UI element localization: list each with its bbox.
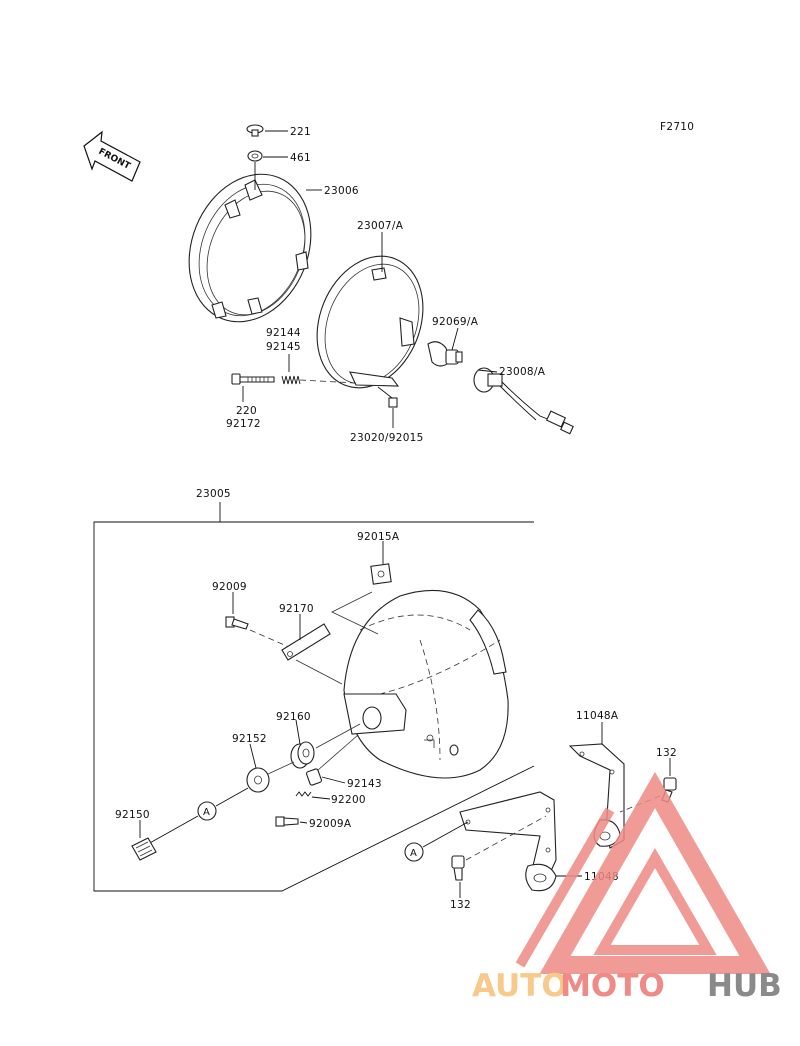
label-92015a: 92015A (357, 531, 400, 543)
nut-461-icon (247, 150, 263, 162)
label-220: 220 (236, 405, 257, 417)
collar-92143-icon (305, 768, 323, 786)
label-92200: 92200 (331, 794, 366, 806)
label-23006: 23006 (324, 185, 359, 197)
figure-code: F2710 (660, 121, 694, 133)
bulb-socket-wire-23008-icon (473, 367, 574, 435)
label-92150: 92150 (115, 809, 150, 821)
label-11048a: 11048A (576, 710, 619, 722)
label-92144: 92144 (266, 327, 301, 339)
label-92009: 92009 (212, 581, 247, 593)
spring-92200-icon (295, 791, 312, 797)
label-23020: 23020/92015 (350, 432, 424, 444)
label-92172: 92172 (226, 418, 261, 430)
plate-92170-icon (281, 623, 331, 661)
label-92160: 92160 (276, 711, 311, 723)
label-23007: 23007/A (357, 220, 404, 232)
nut-23020-icon (388, 397, 398, 408)
headlight-rim-ring-23006 (188, 173, 312, 323)
label-92152: 92152 (232, 733, 267, 745)
label-23005: 23005 (196, 488, 231, 500)
svg-text:A: A (203, 807, 210, 818)
svg-text:A: A (410, 848, 417, 859)
headlight-lens-unit-23007 (316, 255, 424, 389)
bracket-11048-icon (459, 791, 557, 892)
bulb-92069-icon (427, 341, 463, 367)
washer-92152-icon (246, 767, 270, 793)
watermark-word-moto: MOTO (560, 968, 665, 1004)
label-92009a: 92009A (309, 818, 352, 830)
bolt-132-lower-icon (451, 855, 465, 881)
label-132-right: 132 (656, 747, 677, 759)
automotohub-watermark-logo (515, 771, 771, 974)
reference-circle-a: A (197, 801, 217, 821)
grommet-92160-icon (290, 741, 315, 769)
label-132-lower: 132 (450, 899, 471, 911)
label-92143: 92143 (347, 778, 382, 790)
label-92069: 92069/A (432, 316, 479, 328)
front-arrow: FRONT (83, 130, 141, 182)
watermark-word-hub: HUB (707, 968, 782, 1004)
label-221: 221 (290, 126, 311, 138)
watermark-word-auto: AUTO (472, 968, 568, 1004)
watermark-wordmark: AUTO MOTO HUB (472, 968, 782, 1004)
screw-92009a-icon (275, 816, 299, 827)
label-92170: 92170 (279, 603, 314, 615)
screw-92009-icon (225, 616, 249, 630)
bolt-220-icon (231, 373, 275, 385)
label-461: 461 (290, 152, 311, 164)
reference-circle-a-right: A (404, 842, 424, 862)
headlight-housing-shell (343, 589, 509, 779)
screw-221-icon (246, 124, 264, 137)
nut-92015a-icon (370, 563, 392, 585)
bolt-92150-icon (131, 837, 157, 861)
label-23008: 23008/A (499, 366, 546, 378)
spring-92144-icon (281, 375, 301, 385)
label-92145: 92145 (266, 341, 301, 353)
